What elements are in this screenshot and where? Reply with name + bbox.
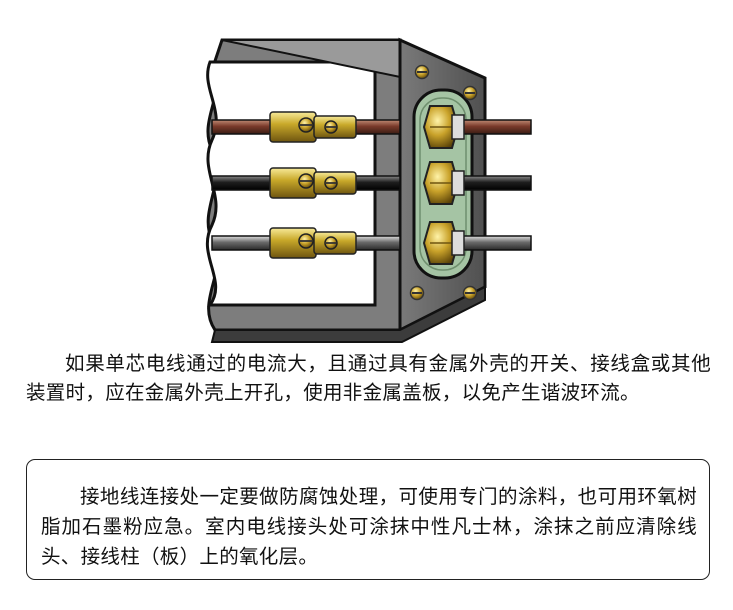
junction-box-illustration xyxy=(205,37,532,343)
wire-brown xyxy=(211,119,532,135)
wire-gray xyxy=(211,235,532,251)
gland-nut xyxy=(422,161,465,205)
screw-icon xyxy=(414,64,430,80)
box-bottom-edge xyxy=(210,285,486,343)
screw-icon xyxy=(409,285,425,301)
note-paragraph: 接地线连接处一定要做防腐蚀处理，可使用专门的涂料，也可用环氧树脂加石墨粉应急。室… xyxy=(41,485,697,568)
screw-icon xyxy=(462,285,478,301)
brass-connector xyxy=(269,111,357,143)
brass-connector xyxy=(269,227,357,259)
screw-icon xyxy=(462,85,478,101)
gland-nut xyxy=(422,105,465,149)
note-box: 接地线连接处一定要做防腐蚀处理，可使用专门的涂料，也可用环氧树脂加石墨粉应急。室… xyxy=(26,459,710,580)
body-paragraph: 如果单芯电线通过的电流大，且通过具有金属外壳的开关、接线盒或其他装置时，应在金属… xyxy=(26,352,711,404)
gland-nut xyxy=(422,221,465,265)
wire-black xyxy=(211,175,532,191)
brass-connector xyxy=(269,167,357,199)
